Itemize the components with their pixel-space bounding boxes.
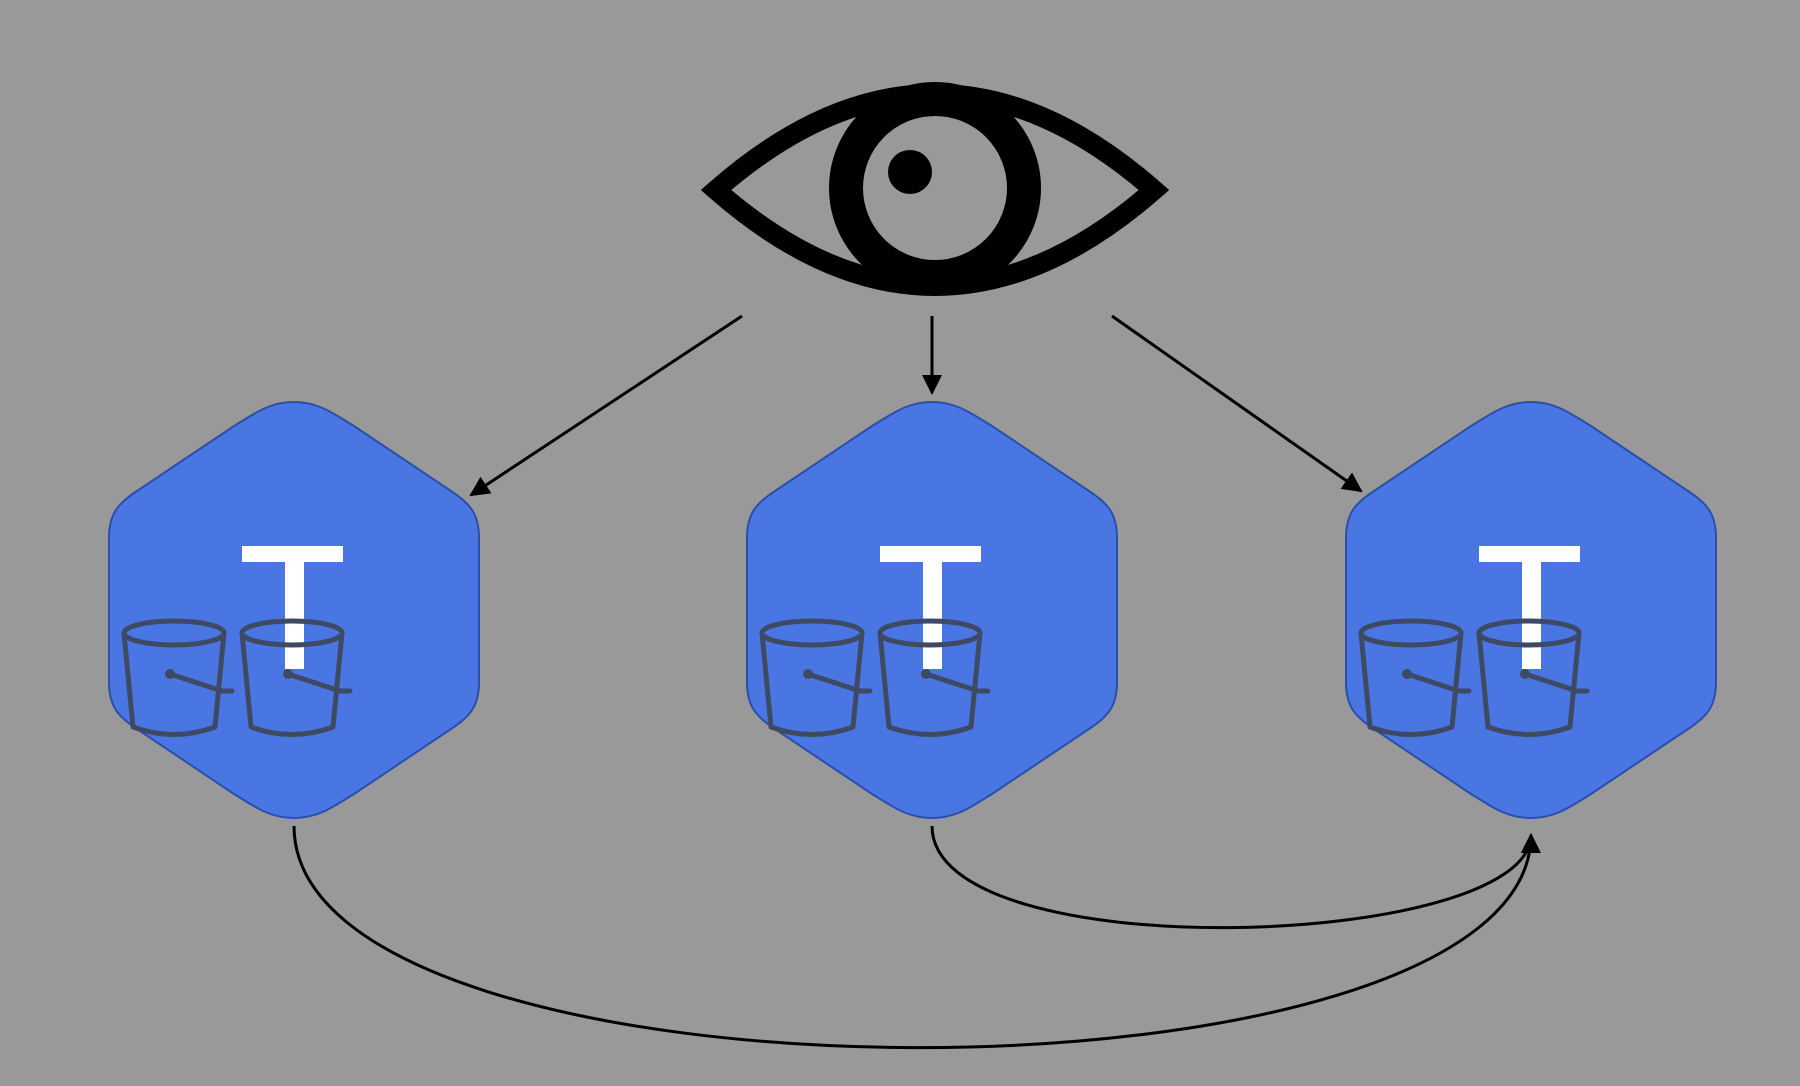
bucket-icon [1358, 618, 1472, 737]
node-left [108, 400, 480, 820]
bucket-icon [759, 618, 873, 737]
t-glyph-icon [242, 546, 343, 669]
edge-observer-to-node-right [1111, 314, 1363, 493]
edge-observer-to-node-left [469, 314, 743, 497]
bucket-group [759, 618, 991, 737]
edge-node-center-to-node-right [930, 825, 1541, 930]
t-glyph-icon [1479, 546, 1580, 669]
edge-node-left-to-node-right [292, 825, 1541, 1050]
eye-outline [700, 84, 1170, 296]
eye-iris [829, 82, 1041, 294]
eye-pupil [888, 150, 932, 194]
node-right [1345, 400, 1717, 820]
bucket-group [1358, 618, 1590, 737]
t-glyph-icon [880, 546, 981, 669]
bucket-group [121, 618, 353, 737]
bucket-icon [121, 618, 235, 737]
node-center [746, 400, 1118, 820]
bucket-icon [1476, 618, 1590, 737]
bucket-icon [239, 618, 353, 737]
eye-icon [700, 82, 1170, 296]
bucket-icon [877, 618, 991, 737]
